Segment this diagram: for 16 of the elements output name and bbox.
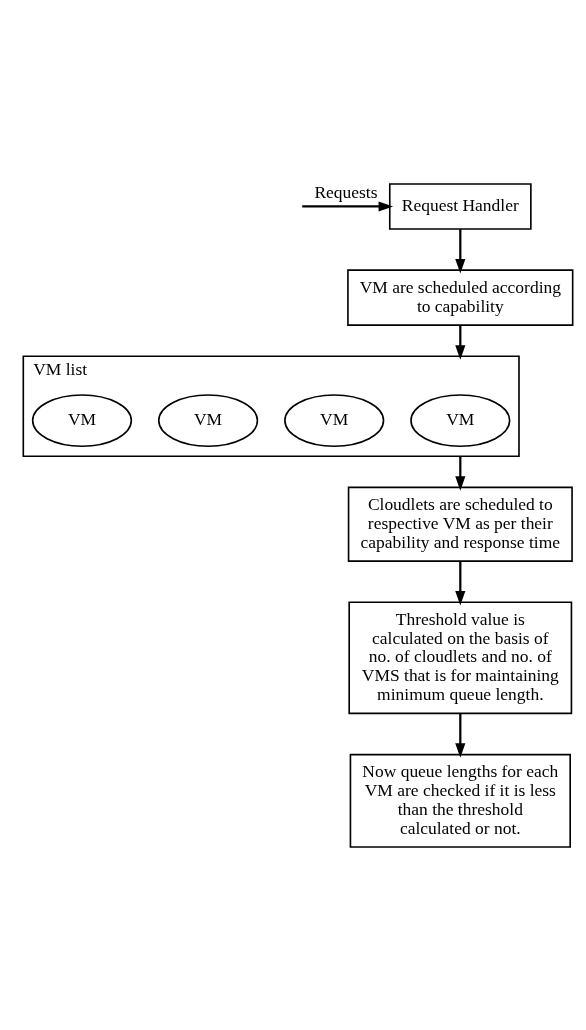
- arrow: [302, 200, 394, 212]
- node-ellipse: VM: [410, 393, 511, 447]
- arrow: [455, 713, 466, 758]
- node-box: Cloudlets are scheduled to respective VM as per their capability and response time: [347, 486, 573, 562]
- arrow: [455, 228, 466, 273]
- node-box: Now queue lengths for each VM are checked if it is less than the threshold calculated or not.: [349, 753, 571, 848]
- node-ellipse: VM: [31, 393, 133, 447]
- arrow: [455, 455, 466, 491]
- arrow: [455, 325, 466, 360]
- arrow: [455, 560, 466, 605]
- node-ellipse: VM: [157, 393, 259, 447]
- node-box: Request Handler: [388, 182, 532, 230]
- node-box: VM are scheduled according to capability: [347, 268, 574, 326]
- edge-label: Requests: [314, 181, 378, 202]
- node-ellipse: VM: [284, 393, 385, 447]
- node-box: Threshold value is calculated on the basis of no. of cloudlets and no. of VMS that is for maintaining minimum queue length.: [348, 600, 573, 714]
